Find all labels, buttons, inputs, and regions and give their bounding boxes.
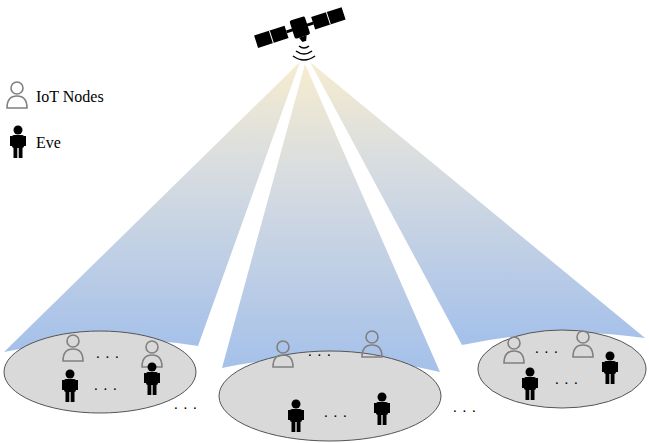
- iot-node-icon: [7, 82, 27, 108]
- eve-icon: [374, 393, 390, 426]
- ellipsis-dots: . . .: [94, 378, 118, 393]
- ellipsis-dots: . . .: [555, 372, 579, 387]
- iot-node-icon: [573, 331, 593, 357]
- eve-icon: [288, 400, 304, 433]
- eve-icon: [10, 126, 26, 159]
- iot-node-icon: [504, 337, 524, 363]
- eve-icon: [62, 370, 78, 403]
- coverage-area: [4, 331, 196, 413]
- legend-text: Eve: [36, 135, 61, 151]
- ellipsis-dots: . . .: [96, 346, 120, 361]
- eve-icon: [522, 368, 538, 401]
- ellipsis-dots: . . .: [535, 341, 559, 356]
- iot-node-icon: [63, 335, 83, 361]
- ellipsis-dots: . . .: [308, 344, 332, 359]
- ellipsis-dots: . . .: [324, 405, 348, 420]
- coverage-area: [219, 351, 441, 441]
- eve-icon: [144, 363, 160, 396]
- ellipsis-dots: . . .: [174, 397, 198, 412]
- satellite-icon: [253, 4, 348, 55]
- signal-waves: [293, 46, 315, 60]
- coverage-area: [478, 330, 646, 408]
- legend-text: IoT Nodes: [36, 89, 104, 105]
- eve-icon: [602, 352, 618, 385]
- ellipsis-dots: . . .: [453, 400, 477, 415]
- iot-node-icon: [273, 341, 293, 367]
- satellite-beam: [310, 62, 645, 345]
- iot-node-icon: [362, 331, 382, 357]
